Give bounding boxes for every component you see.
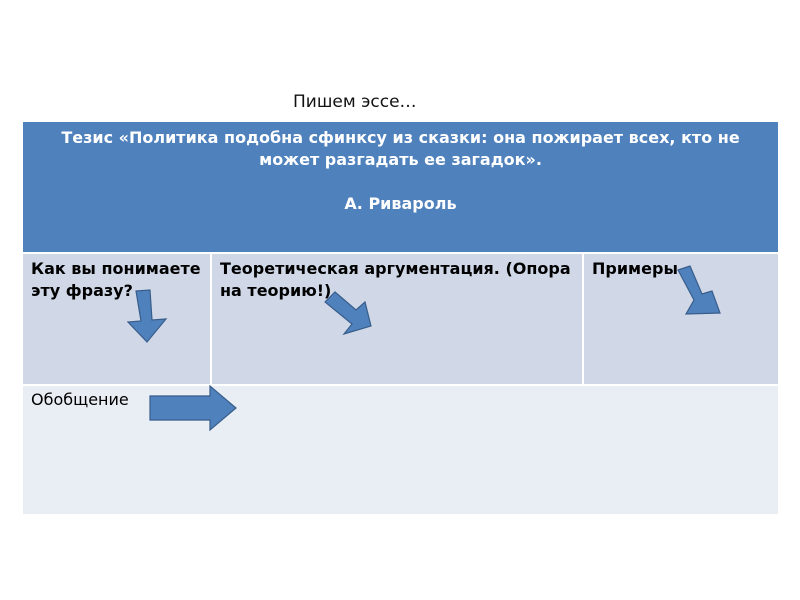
column-examples-label: Примеры (592, 259, 678, 278)
block-arrow-diagonal-icon[interactable] (322, 290, 380, 340)
thesis-header-cell: Тезис «Политика подобна сфинксу из сказк… (23, 122, 778, 252)
block-arrow-down-icon[interactable] (126, 288, 178, 346)
column-understanding: Как вы понимаете эту фразу? (23, 254, 210, 384)
summary-label: Обобщение (31, 390, 129, 409)
thesis-author: А. Ривароль (344, 194, 457, 213)
block-arrow-right-icon[interactable] (148, 384, 240, 432)
summary-row: Обобщение (23, 386, 778, 514)
column-theory: Теоретическая аргументация. (Опора на те… (212, 254, 582, 384)
slide-title: Пишем эссе… (293, 92, 417, 112)
block-arrow-diagonal-icon[interactable] (676, 264, 728, 318)
column-understanding-label: Как вы понимаете эту фразу? (31, 259, 201, 300)
thesis-text: Тезис «Политика подобна сфинксу из сказк… (61, 128, 740, 169)
column-theory-label: Теоретическая аргументация. (Опора на те… (220, 259, 571, 300)
